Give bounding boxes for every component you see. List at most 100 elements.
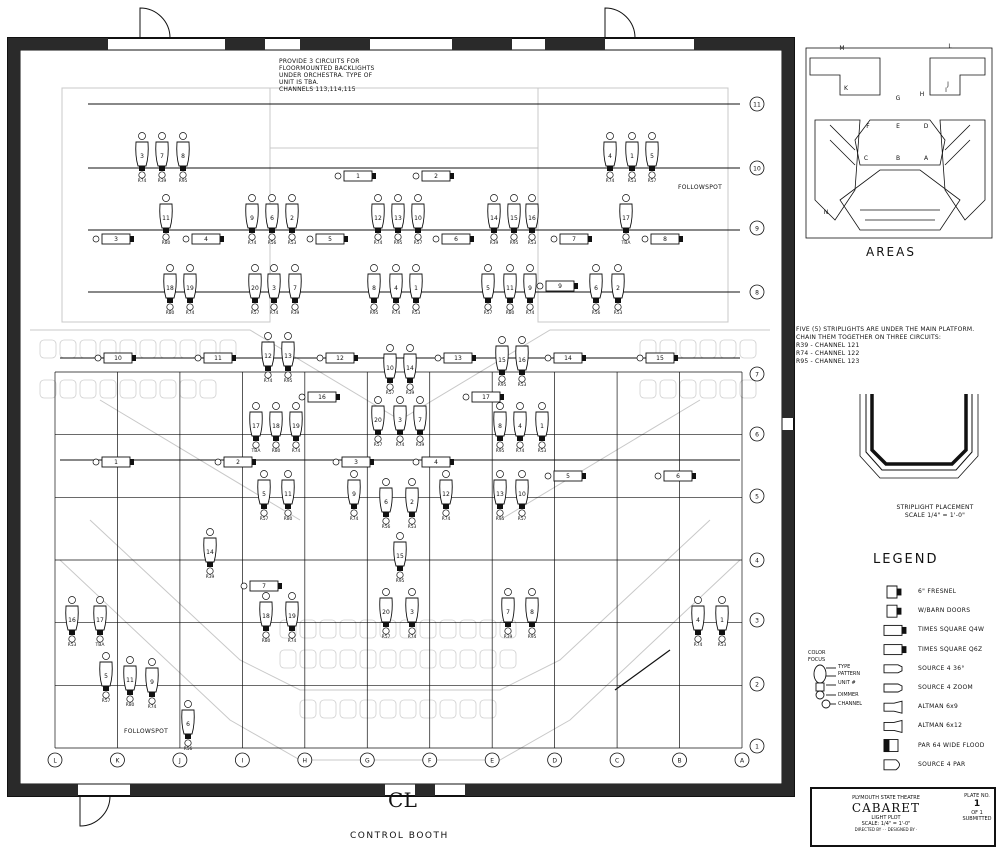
dimmer-circle bbox=[526, 303, 534, 311]
bar-color-circle bbox=[94, 354, 102, 362]
color-frame bbox=[68, 596, 76, 604]
instrument-yoke bbox=[623, 228, 629, 233]
seat bbox=[679, 379, 697, 399]
color-number: R74 bbox=[264, 378, 273, 384]
color-frame bbox=[622, 194, 630, 202]
instrument-yoke bbox=[499, 370, 505, 375]
color-number: R39 bbox=[406, 390, 415, 396]
bar-unit-number: 16 bbox=[318, 394, 326, 401]
color-number: R95 bbox=[284, 378, 293, 384]
instrument-yoke bbox=[629, 166, 635, 171]
instrument-yoke bbox=[497, 436, 503, 441]
instrument-yoke bbox=[719, 630, 725, 635]
instrument-body bbox=[367, 273, 381, 299]
dimmer-circle bbox=[394, 233, 402, 241]
color-frame bbox=[498, 336, 506, 344]
column-label-circle bbox=[734, 752, 750, 768]
unit-number: 13 bbox=[284, 353, 292, 360]
seat bbox=[719, 339, 737, 359]
legend-symbol bbox=[883, 664, 903, 674]
striplight-caption: STRIPLIGHT PLACEMENT SCALE 1/4" = 1'-0" bbox=[896, 504, 974, 519]
color-frame bbox=[102, 652, 110, 660]
unit-number: 5 bbox=[262, 491, 266, 498]
area-letter: H bbox=[920, 91, 925, 98]
color-frame bbox=[270, 264, 278, 272]
unit-number: 20 bbox=[251, 285, 259, 292]
color-number: R39 bbox=[291, 310, 300, 316]
instrument-yoke bbox=[519, 370, 525, 375]
dimmer-circle bbox=[370, 303, 378, 311]
seat bbox=[499, 649, 517, 669]
color-number: R56 bbox=[592, 310, 601, 316]
color-number: R74 bbox=[442, 516, 451, 522]
dimmer-circle bbox=[510, 233, 518, 241]
bar-instrument: 3 bbox=[332, 456, 374, 468]
bar-lens bbox=[470, 236, 474, 242]
color-frame bbox=[184, 700, 192, 708]
color-frame bbox=[628, 132, 636, 140]
legend-item: W/BARN DOORS bbox=[918, 607, 971, 615]
unit-number: 8 bbox=[181, 153, 185, 160]
column-label: K bbox=[115, 758, 120, 765]
times-square-symbol bbox=[883, 644, 903, 656]
instrument-yoke bbox=[285, 366, 291, 371]
instrument-yoke bbox=[159, 166, 165, 171]
dimmer-circle bbox=[538, 441, 546, 449]
dimmer-circle bbox=[416, 435, 424, 443]
instrument-body bbox=[645, 141, 659, 167]
instrument-body bbox=[391, 203, 405, 229]
credits: DIRECTED BY · · DESIGNED BY · bbox=[854, 827, 918, 832]
color-frame bbox=[291, 264, 299, 272]
legend-key-label: CHANNEL bbox=[838, 701, 863, 707]
color-number: R74 bbox=[292, 448, 301, 454]
bar-instrument: 14 bbox=[544, 352, 586, 364]
color-number: R95 bbox=[394, 240, 403, 246]
unit-number: 11 bbox=[284, 491, 292, 498]
instrument-body bbox=[289, 411, 303, 437]
color-number: R57 bbox=[260, 516, 269, 522]
color-number: R57 bbox=[414, 240, 423, 246]
color-frame bbox=[392, 264, 400, 272]
instrument-yoke bbox=[103, 686, 109, 691]
bar-unit-number: 17 bbox=[482, 394, 490, 401]
bar-lens bbox=[370, 459, 374, 465]
unit-number: 1 bbox=[630, 153, 634, 160]
dimmer-circle bbox=[264, 371, 272, 379]
color-number: R56 bbox=[382, 524, 391, 530]
area-letter: K bbox=[844, 85, 849, 92]
color-number: R53 bbox=[412, 310, 421, 316]
areas-title: AREAS bbox=[866, 245, 916, 259]
area-letter: D bbox=[924, 123, 929, 130]
instrument-body bbox=[249, 411, 263, 437]
instrument-body bbox=[515, 479, 529, 505]
column-label-circle bbox=[547, 752, 563, 768]
seat bbox=[379, 699, 397, 719]
color-number: R57 bbox=[374, 442, 383, 448]
instrument-yoke bbox=[695, 630, 701, 635]
dimmer-circle bbox=[396, 571, 404, 579]
instrument-yoke bbox=[249, 228, 255, 233]
dimmer-circle bbox=[374, 435, 382, 443]
color-frame bbox=[394, 194, 402, 202]
color-number: R39 bbox=[416, 442, 425, 448]
instrument-yoke bbox=[491, 228, 497, 233]
dimmer-circle bbox=[148, 697, 156, 705]
seat bbox=[299, 649, 317, 669]
bar-lens bbox=[132, 355, 136, 361]
unit-number: 15 bbox=[396, 553, 404, 560]
dimmer-circle bbox=[518, 509, 526, 517]
bar-unit-number: 3 bbox=[114, 236, 118, 243]
seat bbox=[459, 619, 477, 639]
color-number: R57 bbox=[382, 634, 391, 640]
